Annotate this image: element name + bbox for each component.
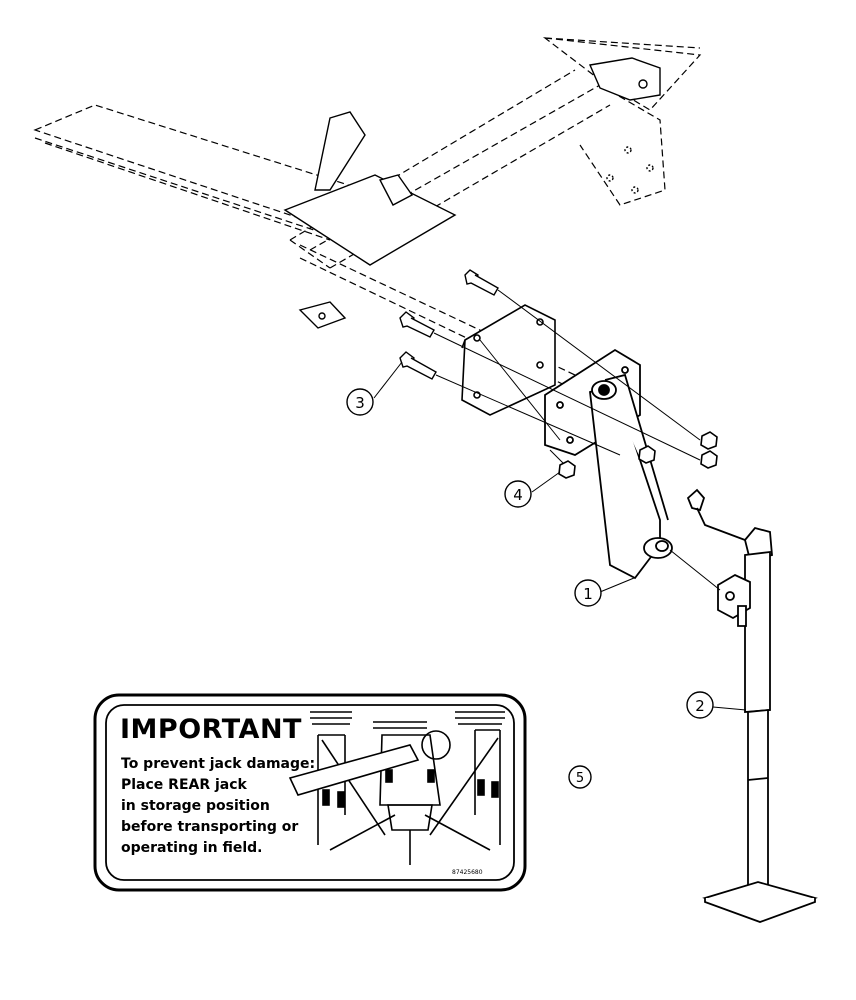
bolt-middle xyxy=(399,311,435,338)
bolt-lower xyxy=(399,351,437,380)
callout-1-label: 1 xyxy=(583,585,593,603)
jack-assembly xyxy=(686,488,818,923)
nuts xyxy=(558,431,718,479)
decal-illustration xyxy=(288,711,505,865)
arm-to-jack-axis xyxy=(669,549,721,591)
callout-3-label: 3 xyxy=(355,394,365,412)
decal-line-4: before transporting or xyxy=(121,819,298,835)
decal-line-1: To prevent jack damage: xyxy=(121,756,315,772)
callout-4-label: 4 xyxy=(513,486,523,504)
decal-title: IMPORTANT xyxy=(120,714,302,745)
jack-mount-arm xyxy=(589,373,673,580)
callout-4: 4 xyxy=(504,471,561,508)
callout-3: 3 xyxy=(346,361,403,416)
decal-line-5: operating in field. xyxy=(121,840,263,856)
important-decal: IMPORTANT To prevent jack damage: Place … xyxy=(93,693,527,892)
bolts xyxy=(399,269,499,380)
frame-details xyxy=(283,57,661,329)
decal-part-code: 87425680 xyxy=(452,869,483,876)
bolt-top xyxy=(464,269,499,296)
decal-line-2: Place REAR jack xyxy=(121,777,248,793)
decal-line-3: in storage position xyxy=(121,798,270,814)
callout-1: 1 xyxy=(574,577,635,607)
callout-2: 2 xyxy=(686,691,747,719)
callout-2-label: 2 xyxy=(695,697,705,715)
callout-5-label: 5 xyxy=(576,771,584,786)
callout-5: 5 xyxy=(568,765,592,789)
assembly-axis-lines xyxy=(433,289,701,469)
